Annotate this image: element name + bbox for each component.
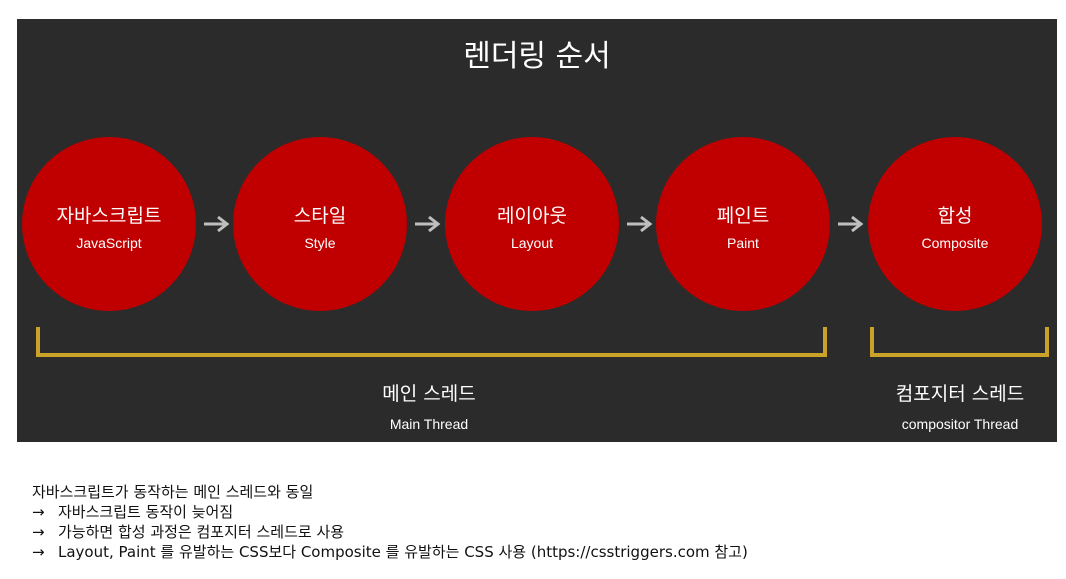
arrow-right-icon [204,215,230,233]
notes: 자바스크립트가 동작하는 메인 스레드와 동일 →자바스크립트 동작이 늦어짐 … [32,482,748,562]
main-thread-bracket [36,327,827,357]
step-label-en: Paint [727,235,759,251]
step-layout: 레이아웃 Layout [445,137,619,311]
step-javascript: 자바스크립트 JavaScript [22,137,196,311]
step-paint: 페인트 Paint [656,137,830,311]
step-label-kr: 스타일 [293,205,347,227]
arrow-right-icon [627,215,653,233]
compositor-thread-bracket [870,327,1049,357]
main-thread-label-kr: 메인 스레드 [382,383,476,405]
note-text: 자바스크립트 동작이 늦어짐 [58,503,234,521]
note-text: 가능하면 합성 과정은 컴포지터 스레드로 사용 [58,523,345,541]
step-label-en: JavaScript [76,235,142,251]
step-composite: 합성 Composite [868,137,1042,311]
arrow-right-icon: → [32,523,45,541]
thread-brackets [36,327,1049,357]
compositor-thread-label-en: compositor Thread [901,416,1019,432]
step-label-en: Composite [921,235,989,251]
arrow-right-icon: → [32,503,45,521]
main-thread-label-en: Main Thread [389,416,469,432]
note-line: → 자바스크립트 동작이 늦어짐 [32,502,748,522]
step-label-kr: 자바스크립트 [56,205,162,227]
note-line: → Layout, Paint 를 유발하는 CSS보다 Composite 를 … [32,542,748,562]
step-label-en: Style [304,235,336,251]
step-label-en: Layout [510,235,554,251]
arrow-right-icon [415,215,441,233]
note-line: → 가능하면 합성 과정은 컴포지터 스레드로 사용 [32,522,748,542]
arrow-right-icon [838,215,864,233]
step-style: 스타일 Style [233,137,407,311]
diagram-panel: 렌더링 순서 자바스크립트 JavaScript 스타일 Style 레이아웃 … [17,19,1057,442]
note-text: 자바스크립트가 동작하는 메인 스레드와 동일 [32,483,314,501]
diagram-title: 렌더링 순서 [463,39,611,74]
note-line: 자바스크립트가 동작하는 메인 스레드와 동일 [32,482,748,502]
step-label-kr: 페인트 [716,205,770,227]
arrow-right-icon: → [32,543,45,561]
compositor-thread-label-kr: 컴포지터 스레드 [895,383,1025,405]
note-text: Layout, Paint 를 유발하는 CSS보다 Composite 를 유… [58,543,748,561]
step-label-kr: 합성 [937,205,973,227]
main-thread-label: 메인 스레드 Main Thread [329,379,529,432]
compositor-thread-label: 컴포지터 스레드 compositor Thread [867,379,1053,432]
step-label-kr: 레이아웃 [497,205,567,227]
